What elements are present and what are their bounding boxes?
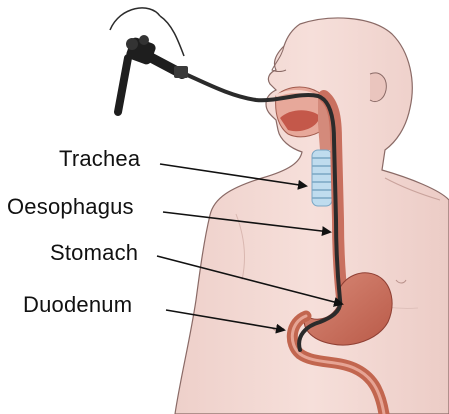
trachea — [312, 150, 332, 206]
oesophagus-label: Oesophagus — [7, 195, 134, 219]
stomach-label: Stomach — [50, 241, 138, 265]
duodenum-label: Duodenum — [23, 293, 132, 317]
trachea-label: Trachea — [59, 147, 140, 171]
endoscope-control-handle-icon — [110, 8, 188, 112]
